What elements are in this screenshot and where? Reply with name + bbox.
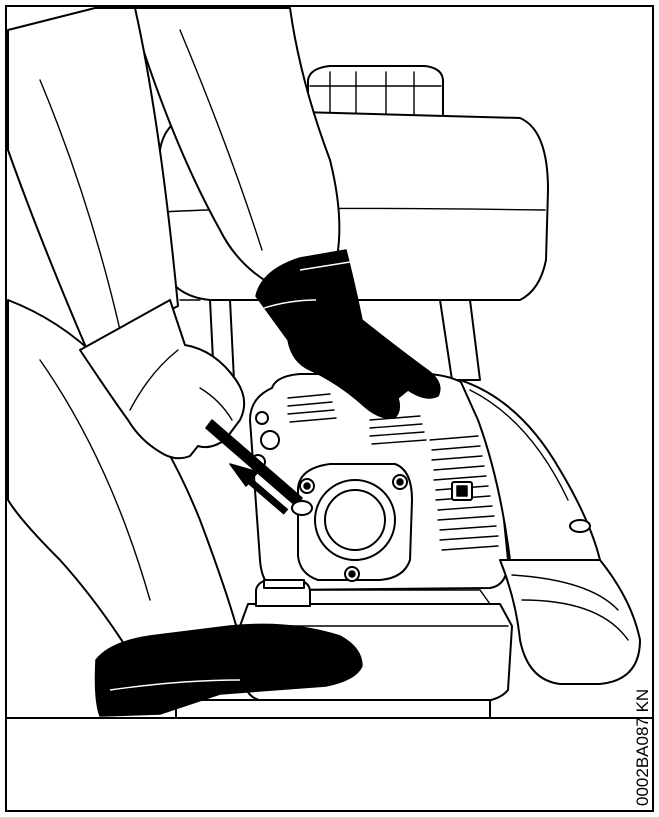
starter-pulley xyxy=(314,479,396,561)
tank-cap xyxy=(307,65,444,119)
outlet-elbow xyxy=(499,559,641,685)
figure-code: 0002BA087 KN xyxy=(633,689,652,806)
lower-sleeve xyxy=(7,7,179,353)
white-glove xyxy=(79,299,246,460)
push-arrow-icon xyxy=(229,463,289,515)
operator-figure xyxy=(7,7,441,717)
base-plate xyxy=(175,699,491,719)
black-glove xyxy=(255,249,441,419)
blower-volute xyxy=(459,379,601,561)
black-boot xyxy=(94,623,363,717)
